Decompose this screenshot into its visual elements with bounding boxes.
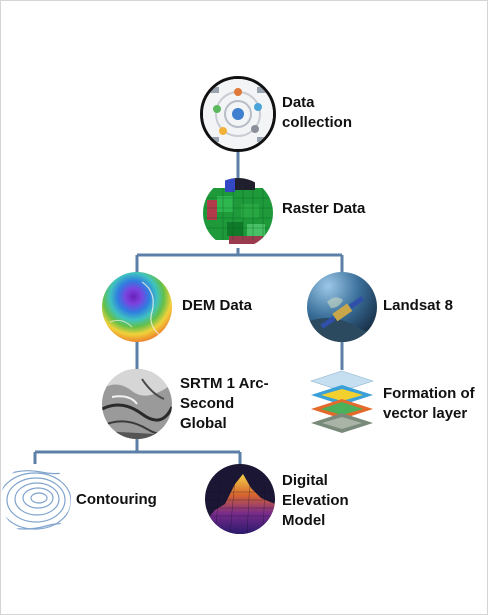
stacked-layers-icon: [307, 369, 377, 439]
label-landsat-8: Landsat 8: [383, 297, 454, 314]
elevation-surface-icon: [205, 464, 275, 534]
label-raster-data: Raster Data: [282, 200, 366, 217]
srtm-terrain-icon: [102, 369, 172, 439]
label-contouring: Contouring: [76, 491, 157, 508]
dem-heatmap-icon: [102, 272, 172, 342]
satellite-icon: [307, 272, 377, 342]
label-digital-elevation-model: Digital Elevation Model: [282, 472, 349, 529]
label-vector-layer: Formation of vector layer: [383, 385, 475, 422]
label-dem-data: DEM Data: [182, 297, 253, 314]
contour-lines-icon: [1, 464, 71, 534]
label-data-collection: Data collection: [282, 94, 353, 131]
raster-grid-icon: [203, 178, 273, 248]
label-srtm: SRTM 1 Arc- Second Global: [180, 375, 269, 432]
data-collection-icon: [200, 76, 276, 152]
